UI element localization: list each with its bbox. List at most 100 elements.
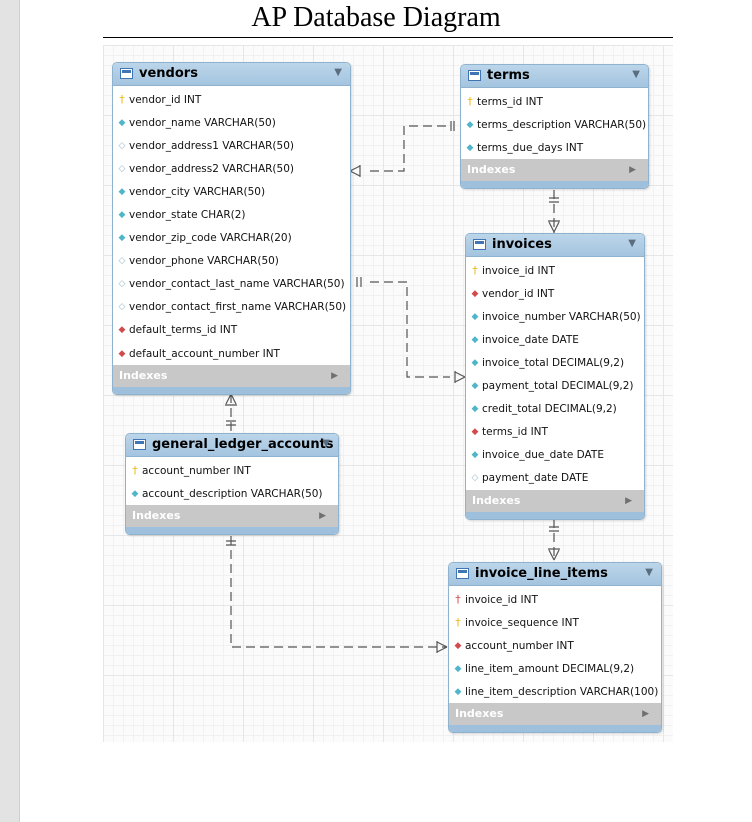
- column-row[interactable]: ◆line_item_amount DECIMAL(9,2): [449, 657, 661, 680]
- column-text: vendor_zip_code VARCHAR(20): [129, 232, 292, 245]
- indexes-section[interactable]: Indexes▶: [449, 703, 661, 726]
- table-name: vendors: [139, 66, 198, 81]
- column-row[interactable]: ◆line_item_description VARCHAR(100): [449, 680, 661, 703]
- column-row[interactable]: †invoice_sequence INT: [449, 611, 661, 634]
- collapse-arrow-icon[interactable]: ▼: [628, 238, 636, 249]
- table-invoices[interactable]: invoices ▼ †invoice_id INT◆vendor_id INT…: [465, 233, 645, 520]
- column-text: vendor_city VARCHAR(50): [129, 185, 266, 198]
- indexes-section[interactable]: Indexes ▶: [113, 365, 350, 388]
- column-text: invoice_id INT: [465, 593, 538, 606]
- column-row[interactable]: ◆payment_total DECIMAL(9,2): [466, 374, 644, 397]
- column-text: default_account_number INT: [129, 347, 280, 360]
- column-row[interactable]: †vendor_id INT: [113, 88, 350, 111]
- column-row[interactable]: ◆invoice_number VARCHAR(50): [466, 305, 644, 328]
- column-row[interactable]: ◇vendor_phone VARCHAR(50): [113, 250, 350, 273]
- column-row[interactable]: ◆terms_description VARCHAR(50): [461, 113, 648, 136]
- column-list: †account_number INT◆account_description …: [126, 457, 338, 505]
- table-header[interactable]: general_ledger_accounts ▼: [126, 434, 338, 457]
- column-text: payment_total DECIMAL(9,2): [482, 380, 634, 393]
- column-row[interactable]: ◆terms_due_days INT: [461, 136, 648, 159]
- foreign-key-diamond-icon: ◆: [118, 325, 126, 336]
- indexes-label: Indexes: [119, 369, 168, 383]
- column-row[interactable]: ◆account_number INT: [449, 634, 661, 657]
- table-vendors[interactable]: vendors ▼ †vendor_id INT◆vendor_name VAR…: [112, 62, 351, 396]
- rel-gla-lineitems: [230, 536, 447, 648]
- column-row[interactable]: † invoice_id INT: [449, 588, 661, 611]
- column-row[interactable]: ◇vendor_contact_last_name VARCHAR(50): [113, 273, 350, 296]
- column-row[interactable]: ◇vendor_contact_first_name VARCHAR(50): [113, 296, 350, 319]
- column-row[interactable]: ◆terms_id INT: [466, 421, 644, 444]
- column-text: vendor_state CHAR(2): [129, 209, 246, 222]
- foreign-key-diamond-icon: ◆: [471, 427, 479, 438]
- table-header[interactable]: terms ▼: [461, 65, 648, 88]
- nullable-diamond-icon: ◇: [118, 256, 126, 267]
- column-row[interactable]: ◆invoice_total DECIMAL(9,2): [466, 351, 644, 374]
- column-row[interactable]: ◇payment_date DATE: [466, 467, 644, 490]
- column-row[interactable]: ◆invoice_due_date DATE: [466, 444, 644, 467]
- table-icon: [473, 239, 486, 250]
- table-name: invoices: [492, 237, 552, 252]
- expand-arrow-icon[interactable]: ▶: [319, 511, 326, 522]
- primary-key-icon: †: [119, 92, 125, 106]
- rel-invoices-lineitems-one: [549, 526, 559, 532]
- collapse-arrow-icon[interactable]: ▼: [632, 69, 640, 80]
- column-row[interactable]: ◆default_terms_id INT: [113, 319, 350, 342]
- column-text: line_item_amount DECIMAL(9,2): [465, 662, 635, 675]
- column-text: vendor_address2 VARCHAR(50): [129, 162, 294, 175]
- not-null-diamond-icon: ◆: [454, 686, 462, 697]
- column-list: † invoice_id INT †invoice_sequence INT◆acc…: [449, 586, 661, 703]
- column-text: vendor_id INT: [482, 287, 555, 300]
- indexes-label: Indexes: [467, 163, 516, 177]
- column-row[interactable]: ◆vendor_id INT: [466, 282, 644, 305]
- column-row[interactable]: ◇vendor_address1 VARCHAR(50): [113, 134, 350, 157]
- rel-terms-vendors-many: [349, 165, 361, 177]
- column-row[interactable]: ◆vendor_city VARCHAR(50): [113, 180, 350, 203]
- table-general-ledger-accounts[interactable]: general_ledger_accounts ▼ †account_numbe…: [125, 433, 339, 536]
- collapse-arrow-icon[interactable]: ▼: [645, 567, 653, 578]
- collapse-arrow-icon[interactable]: ▼: [322, 438, 330, 449]
- indexes-label: Indexes: [132, 509, 181, 523]
- column-row[interactable]: ◆vendor_zip_code VARCHAR(20): [113, 227, 350, 250]
- column-text: payment_date DATE: [482, 472, 589, 485]
- rel-terms-vendors: [370, 125, 446, 172]
- rel-invoices-lineitems-many: [548, 548, 560, 561]
- primary-key-icon: †: [455, 615, 461, 629]
- indexes-section[interactable]: Indexes ▶: [126, 505, 338, 528]
- not-null-diamond-icon: ◆: [471, 381, 479, 392]
- table-terms[interactable]: terms ▼ †terms_id INT◆terms_description …: [460, 64, 649, 190]
- table-icon: [456, 568, 469, 579]
- expand-arrow-icon[interactable]: ▶: [625, 495, 632, 506]
- table-header[interactable]: vendors ▼: [113, 63, 350, 86]
- column-text: invoice_due_date DATE: [482, 449, 604, 462]
- column-row[interactable]: ◇vendor_address2 VARCHAR(50): [113, 157, 350, 180]
- indexes-section[interactable]: Indexes▶: [466, 489, 644, 512]
- expand-arrow-icon[interactable]: ▶: [642, 709, 649, 720]
- column-row[interactable]: ◆account_description VARCHAR(50): [126, 482, 338, 505]
- column-text: invoice_number VARCHAR(50): [482, 310, 641, 323]
- table-header[interactable]: invoices ▼: [466, 234, 644, 257]
- indexes-section[interactable]: Indexes ▶: [461, 159, 648, 182]
- table-invoice-line-items[interactable]: invoice_line_items ▼ † invoice_id INT †inv…: [448, 562, 662, 734]
- expand-arrow-icon[interactable]: ▶: [629, 165, 636, 176]
- column-row[interactable]: ◆vendor_state CHAR(2): [113, 203, 350, 226]
- column-row[interactable]: ◆invoice_date DATE: [466, 328, 644, 351]
- collapse-arrow-icon[interactable]: ▼: [334, 67, 342, 78]
- table-name: general_ledger_accounts: [152, 437, 334, 452]
- column-row[interactable]: †terms_id INT: [461, 90, 648, 113]
- rel-vendors-invoices-one: [356, 277, 362, 287]
- title-underline: [103, 37, 673, 38]
- table-header[interactable]: invoice_line_items ▼: [449, 563, 661, 586]
- expand-arrow-icon[interactable]: ▶: [331, 371, 338, 382]
- column-row[interactable]: ◆credit_total DECIMAL(9,2): [466, 398, 644, 421]
- column-row[interactable]: †invoice_id INT: [466, 259, 644, 282]
- not-null-diamond-icon: ◆: [118, 117, 126, 128]
- column-text: default_terms_id INT: [129, 324, 238, 337]
- column-row[interactable]: ◆default_account_number INT: [113, 342, 350, 365]
- primary-foreign-key-icon: †: [455, 592, 461, 606]
- column-row[interactable]: †account_number INT: [126, 459, 338, 482]
- column-row[interactable]: ◆vendor_name VARCHAR(50): [113, 111, 350, 134]
- rel-terms-invoices-one: [549, 197, 559, 203]
- column-list: †terms_id INT◆terms_description VARCHAR(…: [461, 88, 648, 159]
- not-null-diamond-icon: ◆: [466, 119, 474, 130]
